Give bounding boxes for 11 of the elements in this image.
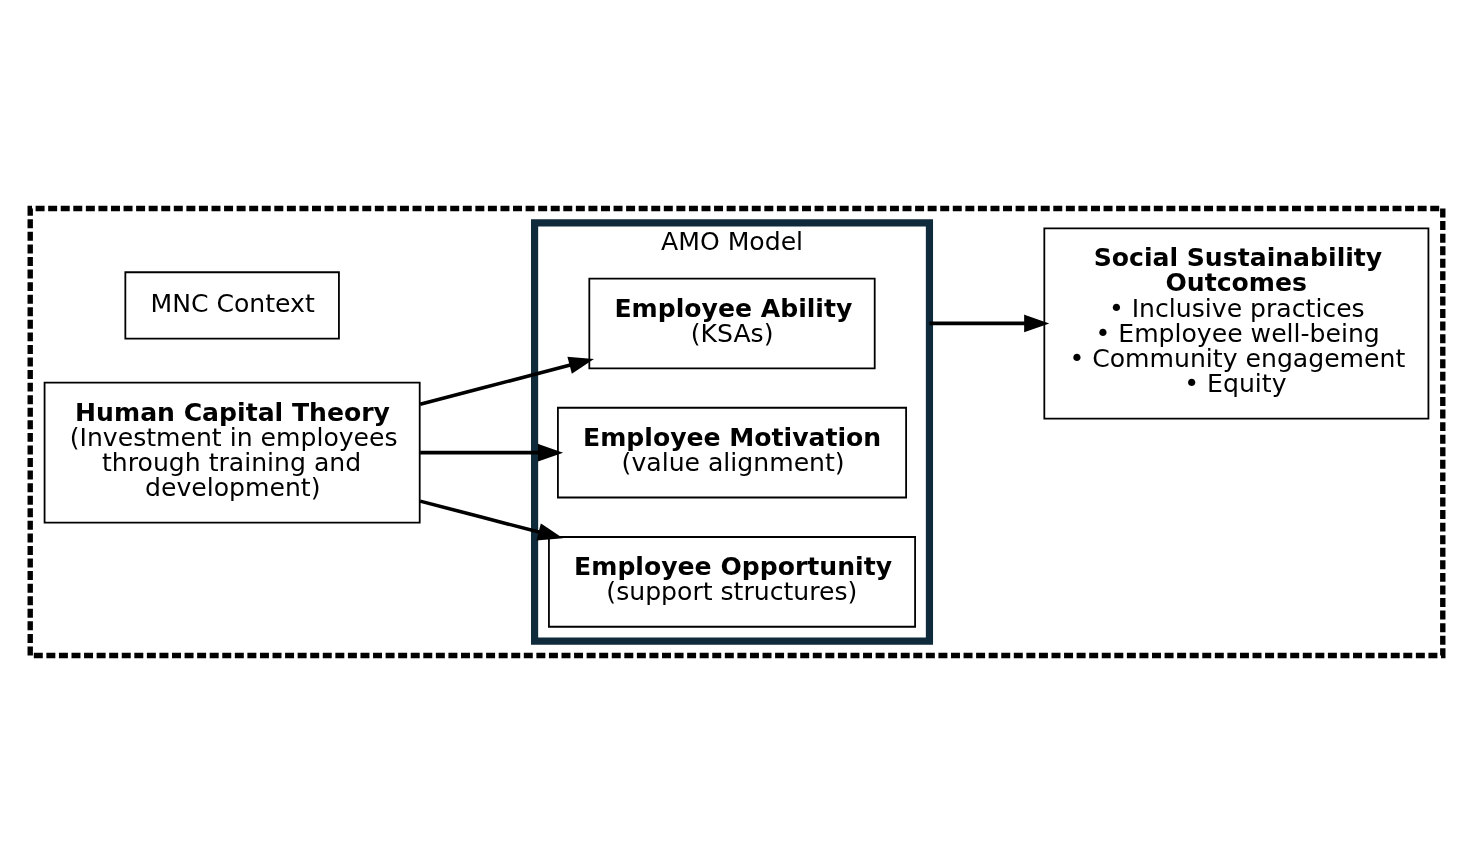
node-box: Employee Motivation (value alignment) bbox=[557, 406, 907, 499]
arrow bbox=[929, 314, 1050, 333]
arrow bbox=[419, 356, 594, 406]
cluster bbox=[27, 205, 1446, 659]
node-box: Employee Ability (KSAs) bbox=[588, 277, 876, 370]
node-box: MNC Context bbox=[124, 271, 340, 340]
node-box: Employee Opportunity (support structures) bbox=[548, 536, 916, 628]
node-box: Human Capital Theory (Investment in employees through training and development) bbox=[43, 381, 421, 524]
arrow bbox=[419, 499, 563, 541]
node-box: Social Sustainability Outcomes • Inclusive practices • Employee well-being • Community engagement • Equity bbox=[1043, 227, 1430, 420]
arrow bbox=[420, 443, 564, 462]
